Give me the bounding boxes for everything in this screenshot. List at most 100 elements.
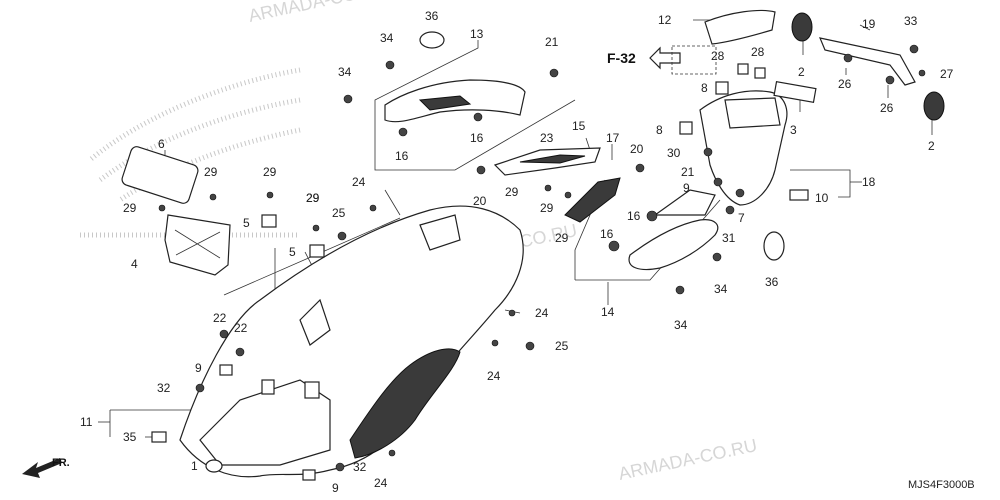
bolt-34a	[385, 60, 395, 70]
callout-28a: 28	[711, 49, 725, 63]
callout-29a: 29	[505, 185, 519, 199]
callout-16d: 16	[600, 227, 614, 241]
callout-34b: 34	[338, 65, 352, 79]
callout-10: 10	[815, 191, 829, 205]
washer-31	[725, 205, 735, 215]
bolt-16a	[473, 112, 483, 122]
nut-16c	[646, 210, 658, 222]
callout-3: 3	[790, 123, 797, 137]
grommet-2-top	[791, 12, 813, 42]
callout-1: 1	[191, 459, 198, 473]
callout-11: 11	[80, 415, 93, 429]
clip-5a	[261, 214, 277, 228]
screw-29d	[209, 193, 217, 201]
screw-29b	[564, 191, 572, 199]
callout-2b: 2	[928, 139, 935, 153]
callout-21a: 21	[545, 35, 559, 49]
bolt-22a	[219, 329, 229, 339]
bolt-22b	[235, 347, 245, 357]
clip-35	[151, 431, 167, 443]
nut-30	[703, 147, 713, 157]
callout-27: 27	[940, 67, 954, 81]
callout-7: 7	[738, 211, 745, 225]
plate-3	[773, 80, 817, 104]
bolt-34c	[712, 252, 722, 262]
clip-9a	[219, 364, 233, 376]
callout-36a: 36	[425, 9, 439, 23]
bolt-32a	[195, 383, 205, 393]
callout-26b: 26	[880, 101, 894, 115]
screw-29h	[312, 224, 320, 232]
grommets	[419, 12, 945, 261]
stay-19	[819, 37, 916, 86]
callout-22b: 22	[234, 321, 248, 335]
front-label: FR.	[52, 457, 70, 469]
screw-24b	[508, 309, 516, 317]
callout-20a: 20	[473, 194, 487, 208]
callout-9a: 9	[683, 181, 690, 195]
callout-29g: 29	[306, 191, 320, 205]
callout-9b: 9	[195, 361, 202, 375]
nut-26b	[885, 75, 895, 85]
callout-15: 15	[572, 119, 586, 133]
inner-fender	[179, 205, 524, 478]
screw-24a	[369, 204, 377, 212]
callout-24c: 24	[487, 369, 501, 383]
side-piece-17	[564, 177, 621, 223]
callout-26a: 26	[838, 77, 852, 91]
callout-23: 23	[540, 131, 554, 145]
callout-18: 18	[862, 175, 876, 189]
nut-16d	[608, 240, 620, 252]
screw-29a	[544, 184, 552, 192]
callout-33: 33	[904, 14, 918, 28]
callout-22a: 22	[213, 311, 227, 325]
bolt-34b	[343, 94, 353, 104]
callout-29e: 29	[123, 201, 137, 215]
rear-bracket-18	[699, 90, 788, 206]
screw-29f	[266, 191, 274, 199]
grommet-2-right	[923, 91, 945, 121]
callout-25a: 25	[332, 206, 346, 220]
callout-13: 13	[470, 27, 484, 41]
screw-24d	[388, 449, 396, 457]
callout-32a: 32	[157, 381, 171, 395]
upper-bracket	[384, 79, 526, 123]
callout-30: 30	[667, 146, 681, 160]
side-panel-15	[493, 147, 601, 176]
callout-16a: 16	[470, 131, 484, 145]
ref-f32-label: F-32	[607, 50, 636, 66]
cover-12	[704, 9, 776, 45]
gasket-6	[121, 146, 199, 204]
callout-25b: 25	[555, 339, 569, 353]
bolt-25b	[525, 341, 535, 351]
screw-29e	[158, 204, 166, 212]
bolt-33	[909, 44, 919, 54]
callout-21b: 21	[681, 165, 695, 179]
bolt-25a	[337, 231, 347, 241]
callout-16b: 16	[395, 149, 409, 163]
callout-4: 4	[131, 257, 138, 271]
honda-wing-logo	[80, 67, 301, 238]
clip-5b	[309, 244, 325, 258]
reference-arrow: F-32	[607, 45, 717, 75]
bolt-34d	[675, 285, 685, 295]
callout-6: 6	[158, 137, 165, 151]
clip-8b	[679, 121, 693, 135]
callout-19: 19	[862, 17, 876, 31]
bolt-20b	[635, 163, 645, 173]
callout-32b: 32	[353, 460, 367, 474]
grommet-36-bottom	[763, 231, 785, 261]
watermark-bottom: ARMADA-CO.RU	[617, 435, 759, 484]
bolt-32b	[335, 462, 345, 472]
nut-26a	[843, 53, 853, 63]
callout-29d: 29	[204, 165, 218, 179]
bolt-20a	[476, 165, 486, 175]
callout-labels: 36 13 34 21 34 23 16 16 20 15 29 29 29 1…	[80, 9, 954, 495]
callout-12: 12	[658, 13, 672, 27]
plate-10	[789, 189, 809, 201]
callout-34c: 34	[714, 282, 728, 296]
bolt-21b	[713, 177, 723, 187]
callout-34a: 34	[380, 31, 394, 45]
callout-8a: 8	[701, 81, 708, 95]
